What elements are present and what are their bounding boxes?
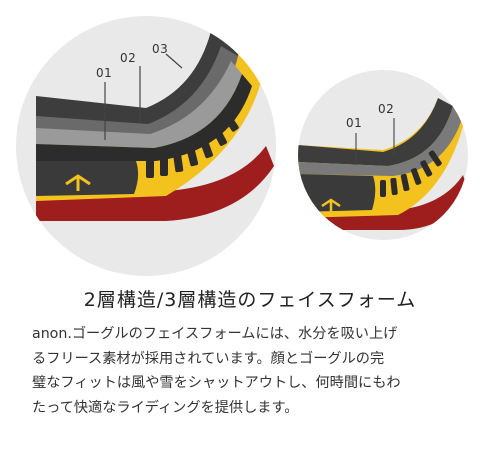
section-title: 2層構造/3層構造のフェイスフォーム xyxy=(83,289,417,311)
strap-edge xyxy=(36,146,274,221)
callout-01: 01 xyxy=(96,66,113,80)
anon-logo-icon xyxy=(321,198,341,212)
foam-layer-01 xyxy=(36,61,242,148)
foam-layer-01 xyxy=(298,106,463,176)
callout-03: 03 xyxy=(152,42,169,56)
anon-logo-icon xyxy=(65,174,91,191)
foam-layer-02 xyxy=(298,98,453,166)
goggle-frame-2-layer xyxy=(298,98,468,230)
goggle-frame-3-layer xyxy=(36,31,274,221)
callout-02: 02 xyxy=(378,102,395,116)
leader-lines xyxy=(355,118,395,165)
leader-lines xyxy=(104,53,183,140)
description-text: anon.ゴーグルのフェイスフォームには、水分を吸い上げ るフリース素材が採用さ… xyxy=(32,326,401,416)
two-layer-foam-illustration: 01 02 xyxy=(298,70,468,240)
frame-band xyxy=(36,74,252,161)
vent-slots xyxy=(146,110,239,178)
callout-01: 01 xyxy=(346,116,363,130)
vent-slots xyxy=(380,150,442,197)
frame-lower-block xyxy=(298,174,376,212)
callout-02: 02 xyxy=(120,51,137,65)
frame-lower-block xyxy=(36,161,139,196)
three-layer-foam-illustration: 01 02 03 xyxy=(16,16,276,276)
